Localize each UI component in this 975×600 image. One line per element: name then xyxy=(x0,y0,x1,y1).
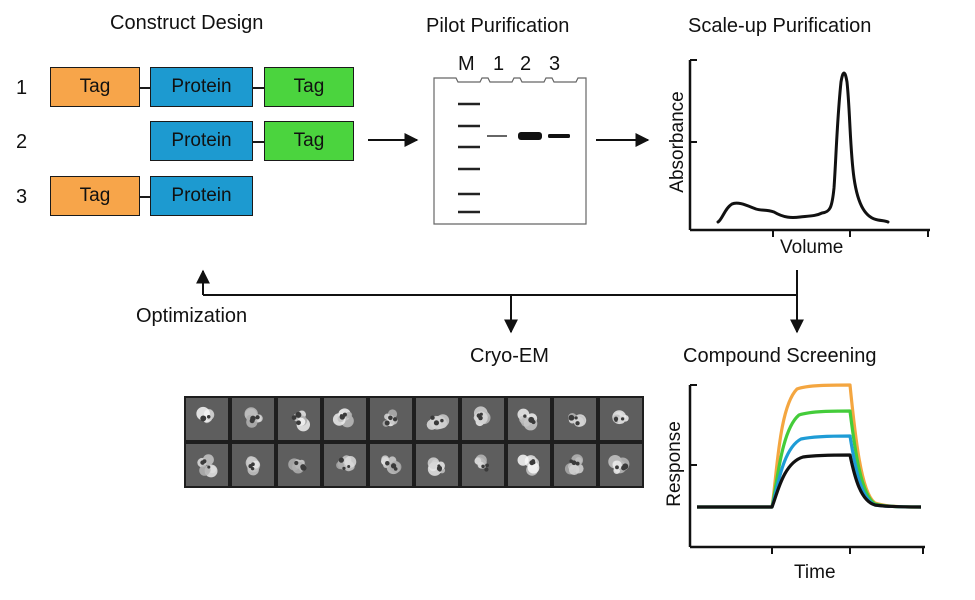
class-average-tile xyxy=(508,444,550,486)
class-average-tile xyxy=(462,398,504,440)
construct-1-tag-c: Tag xyxy=(264,67,354,107)
class-average-tile xyxy=(278,398,320,440)
class-average-tile xyxy=(508,398,550,440)
class-average-tile xyxy=(600,444,642,486)
x-ticks xyxy=(772,230,929,237)
response-series-black xyxy=(697,453,922,509)
lane-label-2: 2 xyxy=(520,53,532,75)
class-average-tile xyxy=(554,398,596,440)
response-series-blue xyxy=(697,434,922,509)
construct-number-1: 1 xyxy=(16,77,28,99)
lane-2-band xyxy=(518,132,542,140)
linker xyxy=(140,87,150,89)
class-average-tile xyxy=(416,398,458,440)
linker xyxy=(140,196,150,198)
linker xyxy=(253,87,264,89)
chromatogram-trace xyxy=(716,71,890,224)
y-ticks xyxy=(690,59,697,143)
screening-ylabel: Response xyxy=(664,421,685,507)
class-average-tile xyxy=(324,444,366,486)
class-average-tile xyxy=(324,398,366,440)
class-average-tile xyxy=(186,444,228,486)
lane-label-m: M xyxy=(458,53,475,75)
marker-lane-bands xyxy=(458,102,480,214)
class-average-tile xyxy=(370,398,412,440)
y-ticks xyxy=(690,384,697,466)
construct-3-tag-n: Tag xyxy=(50,176,140,216)
compound-screening-title: Compound Screening xyxy=(683,345,877,367)
gel-image xyxy=(433,77,587,225)
lane-3-band xyxy=(548,134,570,138)
class-average-tile xyxy=(416,444,458,486)
construct-2-tag-c: Tag xyxy=(264,121,354,161)
construct-design-title: Construct Design xyxy=(110,12,264,34)
response-series-orange xyxy=(697,383,922,509)
lane-label-1: 1 xyxy=(493,53,505,75)
class-average-tile xyxy=(278,444,320,486)
construct-3-protein: Protein xyxy=(150,176,253,216)
class-average-tile xyxy=(232,444,274,486)
class-average-tile xyxy=(370,444,412,486)
cryo-em-title: Cryo-EM xyxy=(470,345,549,367)
scaleup-ylabel: Absorbance xyxy=(667,91,688,193)
lane-label-3: 3 xyxy=(549,53,561,75)
gel-outline xyxy=(433,77,587,225)
construct-number-3: 3 xyxy=(16,186,28,208)
scaleup-chart xyxy=(688,59,930,237)
pilot-purification-title: Pilot Purification xyxy=(426,15,570,37)
scaleup-purification-title: Scale-up Purification xyxy=(688,15,872,37)
construct-number-2: 2 xyxy=(16,131,28,153)
x-ticks xyxy=(771,547,924,554)
cryo-em-class-averages xyxy=(184,396,644,488)
scaleup-xlabel: Volume xyxy=(780,237,844,258)
class-average-tile xyxy=(186,398,228,440)
linker xyxy=(253,141,264,143)
class-average-tile xyxy=(232,398,274,440)
screening-chart xyxy=(688,383,925,554)
construct-1-tag-n: Tag xyxy=(50,67,140,107)
class-average-tile xyxy=(462,444,504,486)
response-series-green xyxy=(697,409,922,509)
construct-2-protein: Protein xyxy=(150,121,253,161)
class-average-tile xyxy=(554,444,596,486)
optimization-label: Optimization xyxy=(136,305,248,327)
screening-xlabel: Time xyxy=(794,562,836,583)
class-average-tile xyxy=(600,398,642,440)
construct-1-protein: Protein xyxy=(150,67,253,107)
